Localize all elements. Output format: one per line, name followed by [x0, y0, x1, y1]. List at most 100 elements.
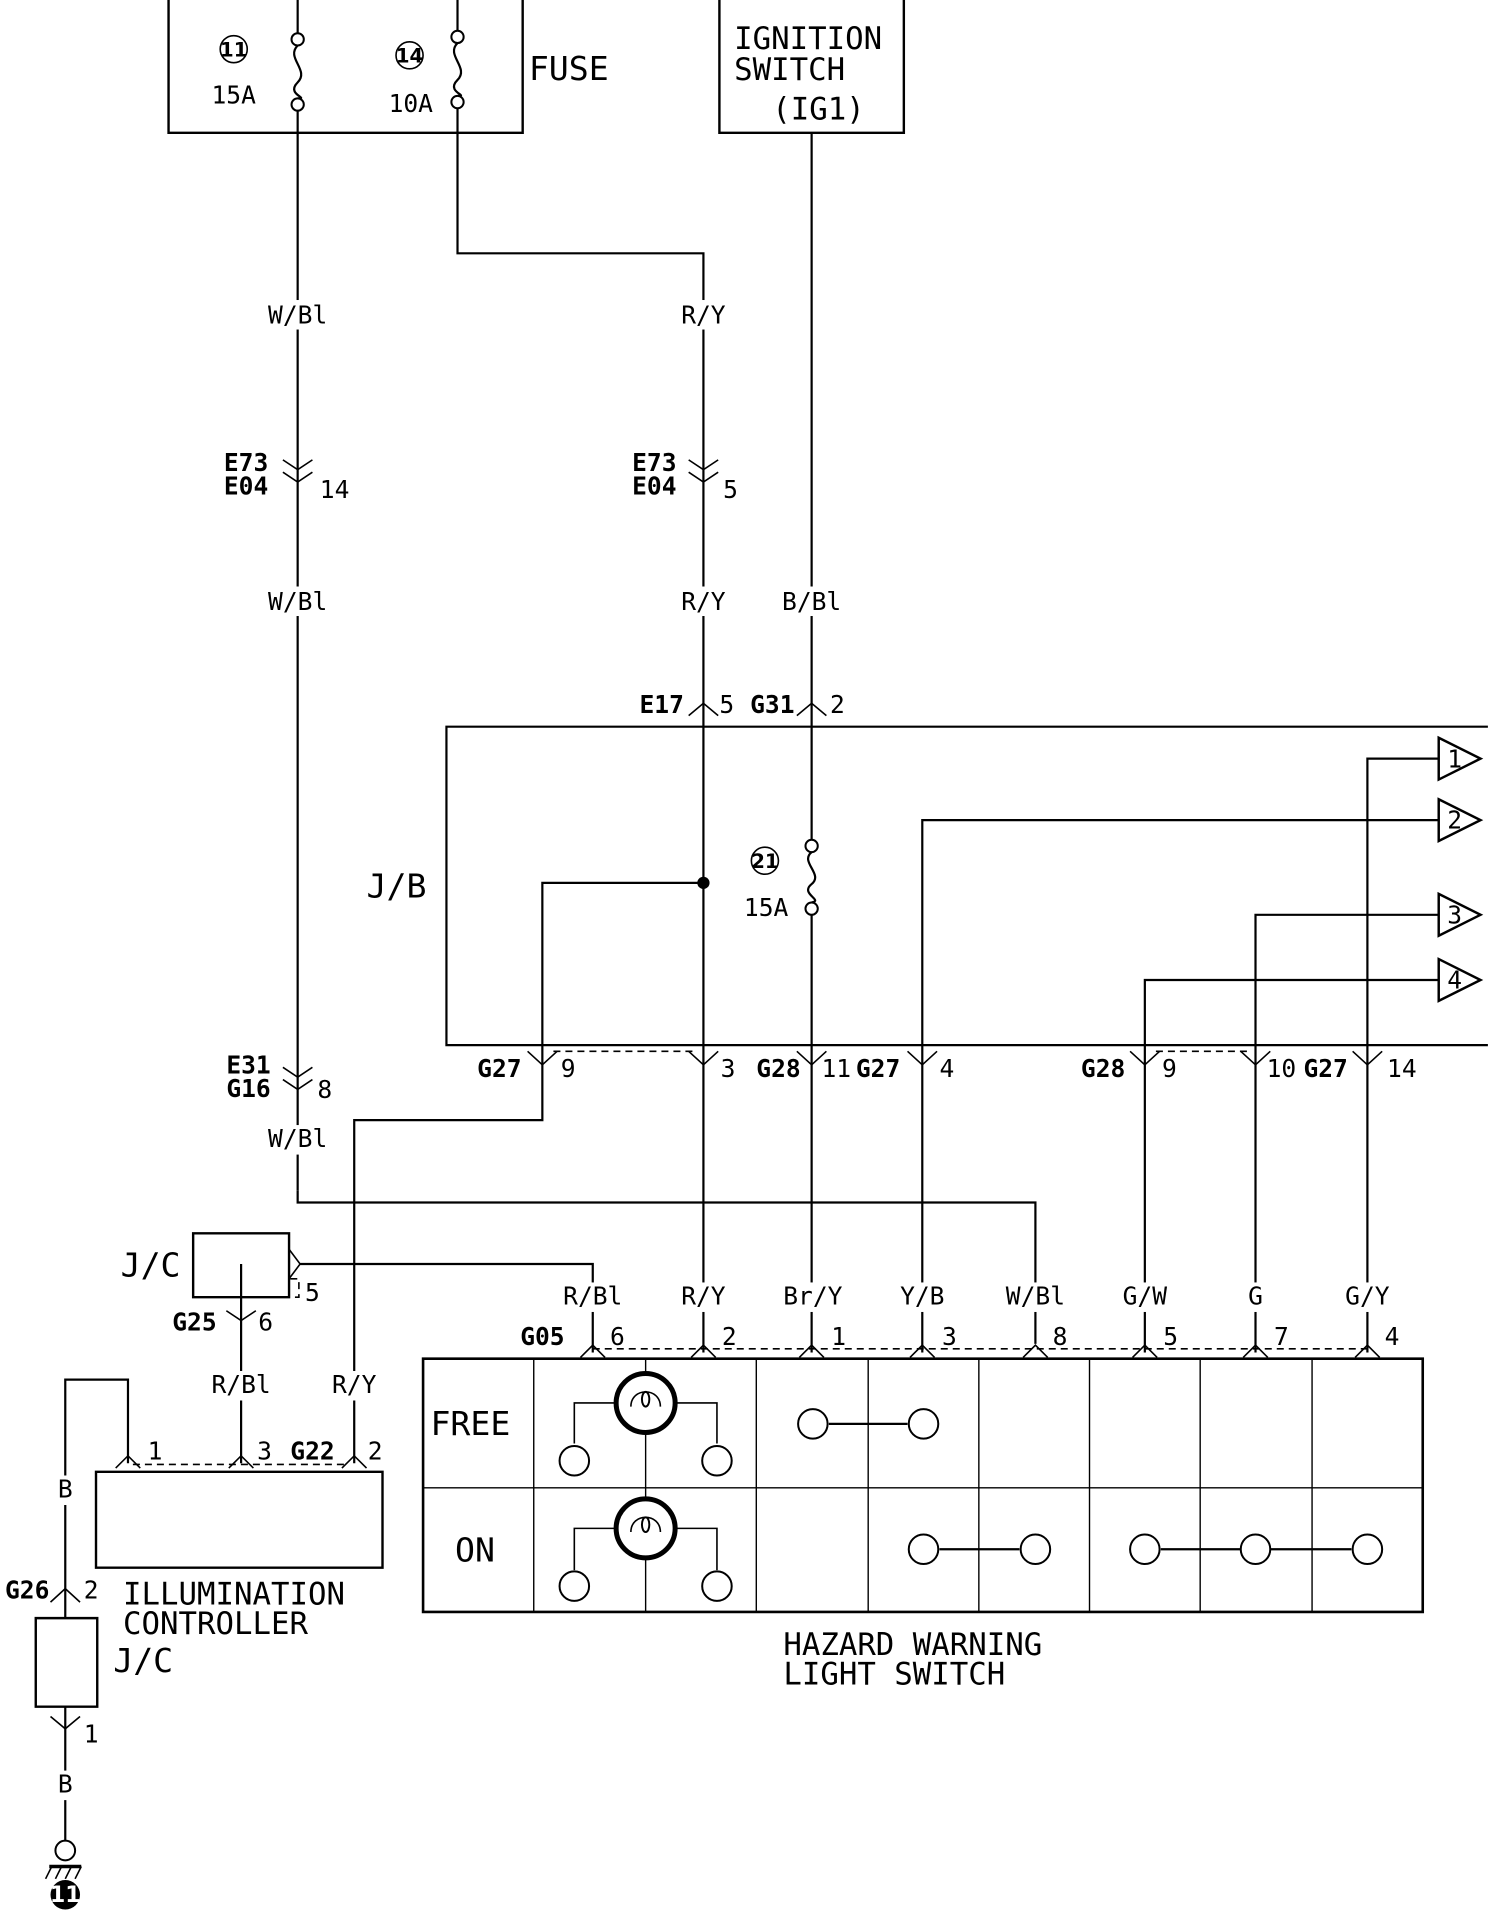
- connector-pin-e17: 5: [719, 690, 734, 719]
- connector-label-g25: G25: [172, 1307, 216, 1336]
- connector-pin-g25: 6: [258, 1307, 273, 1336]
- fuse-11-number: 11: [220, 39, 247, 62]
- wire-label-b-upper: B: [58, 1475, 73, 1504]
- illum-controller-title-1: ILLUMINATION: [123, 1577, 345, 1613]
- ignition-switch-title-1: IGNITION: [734, 21, 882, 57]
- jc-upper-pin: 5: [305, 1278, 320, 1307]
- connector-label-g28-a: G28: [756, 1054, 800, 1083]
- connector-label-e31: E31: [226, 1050, 270, 1079]
- jc-upper-label: J/C: [121, 1245, 181, 1284]
- hazard-pin-label-3: 3: [942, 1322, 957, 1351]
- connector-pin-g27-c: 4: [940, 1054, 955, 1083]
- connector-pin-jc2: 1: [84, 1719, 99, 1748]
- hazard-pin-6: R/Bl 6: [553, 1282, 633, 1358]
- connector-label-g27-d: G27: [1303, 1054, 1347, 1083]
- connector-e73-e04-14: E73 E04 14: [224, 448, 350, 504]
- junction-connector-lower: [36, 1618, 97, 1707]
- ignition-switch-terminal: (IG1): [772, 91, 864, 127]
- connector-label-e73-a: E73: [224, 448, 268, 477]
- connector-label-g22: G22: [290, 1437, 334, 1466]
- wire-w-bl-feed: W/Bl W/Bl W/Bl E73 E04 14 E31 G16 8: [224, 111, 1036, 1344]
- off-page-connector-1: 1: [1437, 735, 1484, 782]
- fuse-box-title: FUSE: [529, 49, 609, 88]
- fuse-11: 11 15A: [212, 0, 304, 111]
- hazard-pin-label-1: 1: [831, 1322, 846, 1351]
- wire-label-w-bl-1: W/Bl: [268, 300, 327, 329]
- ignition-switch: IGNITION SWITCH (IG1): [719, 0, 903, 133]
- connector-label-e17: E17: [639, 690, 683, 719]
- connector-e73-e04-5: E73 E04 5: [632, 448, 738, 504]
- wire-label-r-y-2: R/Y: [681, 587, 726, 616]
- connector-pin-g31: 2: [830, 690, 845, 719]
- connector-g31-2: G31 2: [750, 690, 845, 719]
- illumination-controller: 1 3 G22 2 ILLUMINATION CONTROLLER: [65, 1380, 383, 1642]
- fuse-14: 14 10A: [389, 0, 464, 118]
- hazard-pin-label-4: 4: [1385, 1322, 1400, 1351]
- off-page-connector-2: 2: [1437, 797, 1484, 844]
- junction-block: J/B E17 5 G31 2 21 15A: [354, 690, 1488, 1463]
- wire-label-r-y-illum: R/Y: [332, 1370, 377, 1399]
- hazard-pin-label-8: 8: [1053, 1322, 1068, 1351]
- hazard-switch-title-2: LIGHT SWITCH: [783, 1657, 1005, 1693]
- connector-pin-g28-c: 10: [1267, 1054, 1297, 1083]
- connector-g28-11: G28 11: [756, 1051, 851, 1083]
- connector-label-g28-b: G28: [1081, 1054, 1125, 1083]
- hazard-switch-title-1: HAZARD WARNING: [783, 1627, 1042, 1663]
- illum-pin-2: 2: [368, 1437, 383, 1466]
- connector-pin-g27-a: 9: [561, 1054, 576, 1083]
- off-page-1-label: 1: [1447, 744, 1462, 773]
- connector-pin-g28-a: 11: [821, 1054, 851, 1083]
- hazard-wire-y-b: Y/B: [900, 1282, 944, 1311]
- ground-path: B G26 2 J/C 1 B 11: [5, 1475, 173, 1910]
- illum-pin-1: 1: [148, 1437, 163, 1466]
- connector-g27-9: G27 9: [477, 1051, 576, 1083]
- hazard-wire-g-y: G/Y: [1345, 1282, 1390, 1311]
- hazard-pin-3: Y/B 3: [892, 1282, 957, 1358]
- wire-label-r-y-1: R/Y: [681, 300, 726, 329]
- connector-e17-5: E17 5: [639, 690, 734, 719]
- hazard-bulb-free: [560, 1373, 732, 1475]
- connector-g27-4: G27 4: [856, 1051, 954, 1083]
- ignition-switch-title-2: SWITCH: [734, 52, 845, 88]
- fuse-11-rating: 15A: [212, 80, 257, 109]
- hazard-wire-g-w: G/W: [1123, 1282, 1168, 1311]
- jc-lower-label: J/C: [113, 1641, 173, 1680]
- hazard-contact-on-b: [1130, 1535, 1382, 1565]
- connector-label-e04-a: E04: [224, 471, 268, 500]
- fuse-21-rating: 15A: [744, 893, 789, 922]
- wire-label-r-bl-illum: R/Bl: [211, 1370, 270, 1399]
- hazard-pin-4: G/Y 4: [1337, 1282, 1400, 1358]
- illum-controller-title-2: CONTROLLER: [123, 1606, 308, 1642]
- hazard-warning-light-switch: FREE ON: [423, 1282, 1423, 1693]
- off-page-connector-3: 3: [1437, 891, 1484, 938]
- junction-block-label: J/B: [367, 867, 427, 906]
- hazard-bulb-on: [560, 1499, 732, 1601]
- illum-pin-3: 3: [257, 1437, 272, 1466]
- connector-g28-9: G28 9: [1081, 1051, 1177, 1083]
- ground-number: 11: [50, 1882, 81, 1908]
- hazard-pin-8: W/Bl 8: [996, 1282, 1075, 1358]
- connector-pin-g26: 2: [84, 1575, 99, 1604]
- hazard-wire-br-y: Br/Y: [783, 1282, 842, 1311]
- connector-e31-g16-8: E31 G16 8: [226, 1050, 332, 1104]
- hazard-pin-1: Br/Y 1: [774, 1282, 851, 1358]
- connector-g27-3: 3: [689, 1051, 736, 1083]
- hazard-row-on: ON: [455, 1531, 495, 1570]
- hazard-wire-r-y: R/Y: [681, 1282, 726, 1311]
- connector-g28-10: 10: [1241, 1051, 1296, 1083]
- connector-pin-e73-a: 14: [320, 475, 350, 504]
- hazard-wire-g: G: [1248, 1282, 1263, 1311]
- junction-connector-upper: J/C 5 G25 6 R/Bl R/Y: [121, 1233, 593, 1463]
- connector-label-g16: G16: [226, 1074, 270, 1103]
- connector-pin-g27-b: 3: [721, 1054, 736, 1083]
- connector-g27-14: G27 14: [1303, 1051, 1417, 1083]
- wire-label-w-bl-2: W/Bl: [268, 587, 327, 616]
- fuse-14-number: 14: [396, 45, 423, 68]
- off-page-2-label: 2: [1447, 806, 1462, 835]
- connector-label-g05: G05: [520, 1322, 564, 1351]
- wire-b-bl-feed: B/Bl: [774, 133, 849, 841]
- hazard-pin-label-6: 6: [610, 1322, 625, 1351]
- connector-label-g31: G31: [750, 690, 794, 719]
- connector-label-g26: G26: [5, 1575, 49, 1604]
- connector-label-g27-a: G27: [477, 1054, 521, 1083]
